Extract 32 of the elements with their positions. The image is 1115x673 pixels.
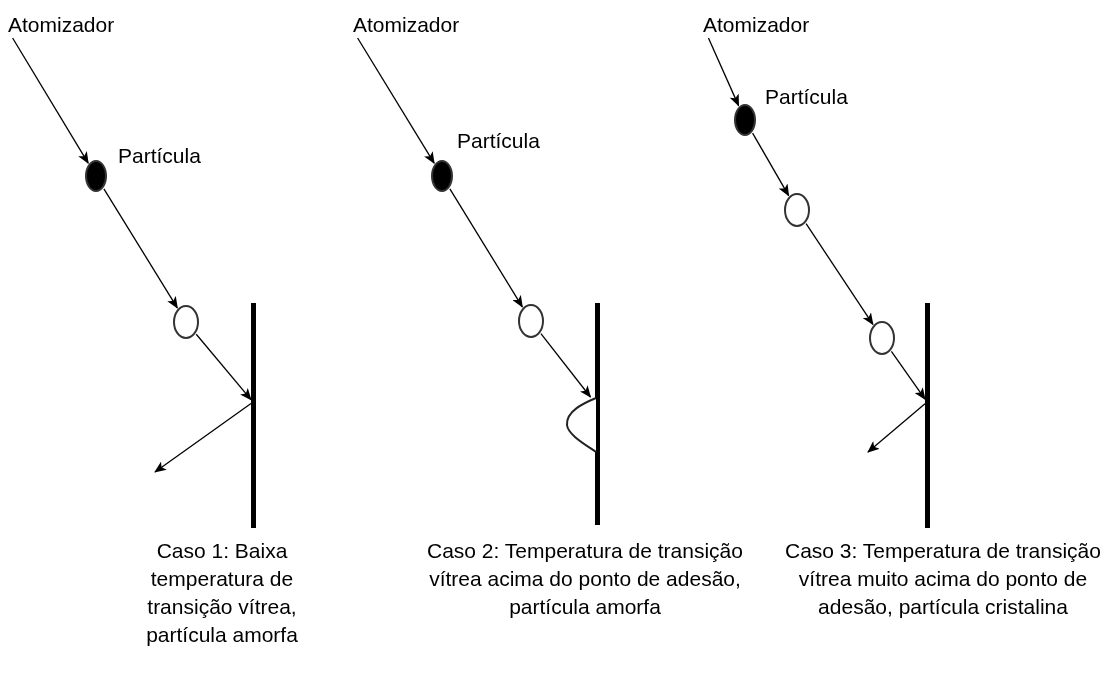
arrow bbox=[890, 350, 926, 400]
arrow bbox=[356, 37, 435, 164]
case-caption: Caso 1: Baixa temperatura de transição vítrea, partícula amorfa bbox=[145, 538, 299, 648]
particle-circle bbox=[784, 193, 810, 227]
arrow bbox=[805, 223, 874, 326]
particle-label: Partícula bbox=[765, 84, 848, 110]
arrow bbox=[449, 188, 523, 308]
arrow bbox=[540, 333, 592, 398]
arrow bbox=[751, 132, 790, 197]
arrow bbox=[867, 403, 926, 453]
particle-dot bbox=[431, 160, 453, 192]
source-label: Atomizador bbox=[8, 12, 118, 38]
source-label: Atomizador bbox=[703, 12, 813, 38]
particle-label: Partícula bbox=[457, 128, 540, 154]
particle-circle bbox=[869, 321, 895, 355]
particle-dot bbox=[734, 104, 756, 136]
arrow bbox=[154, 402, 252, 473]
arrow bbox=[103, 188, 178, 309]
particle-dot bbox=[85, 160, 107, 192]
wall-bar bbox=[925, 303, 930, 528]
deformed-particle bbox=[566, 397, 596, 453]
particle-label: Partícula bbox=[118, 143, 201, 169]
source-label: Atomizador bbox=[353, 12, 463, 38]
particle-circle bbox=[173, 305, 199, 339]
wall-bar bbox=[251, 303, 256, 528]
arrow bbox=[11, 37, 89, 164]
particle-circle bbox=[518, 304, 544, 338]
wall-bar bbox=[595, 303, 600, 525]
case-caption: Caso 2: Temperatura de transição vítrea acima do ponto de adesão, partícula amorfa bbox=[426, 538, 744, 620]
arrow bbox=[195, 333, 252, 401]
arrow bbox=[707, 37, 740, 107]
case-caption: Caso 3: Temperatura de transição vítrea muito acima do ponto de adesão, partícula cristalina bbox=[784, 538, 1102, 620]
